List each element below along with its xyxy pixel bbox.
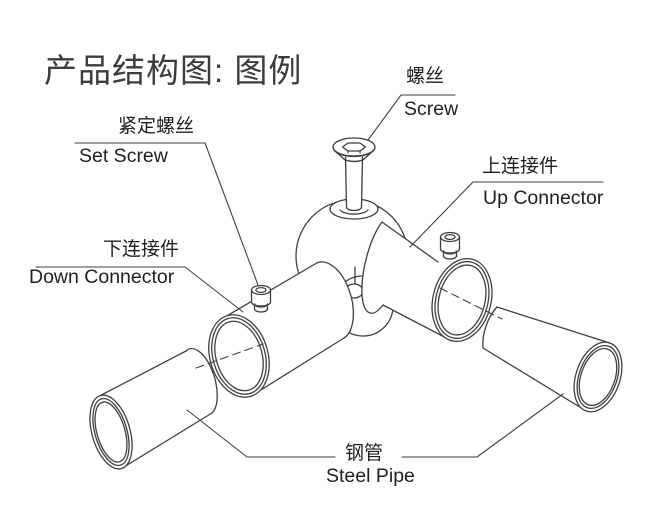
label-set-screw-zh: 紧定螺丝	[118, 116, 195, 137]
page-title: 产品结构图: 图例	[44, 52, 303, 89]
leader-lines	[35, 94, 604, 458]
steel-pipe-right-drawing	[482, 306, 623, 413]
label-down-connector-en: Down Connector	[29, 266, 175, 288]
leader-screw	[367, 94, 456, 141]
label-set-screw-en: Set Screw	[79, 145, 168, 167]
label-steel-pipe-en: Steel Pipe	[326, 465, 415, 487]
label-up-connector-zh: 上连接件	[482, 156, 559, 177]
label-screw-zh: 螺丝	[406, 66, 445, 87]
leader-steel-pipe-left	[186, 409, 336, 458]
set-screw-up-drawing	[439, 231, 461, 260]
label-up-connector-en: Up Connector	[483, 187, 604, 209]
down-connector-drawing	[195, 261, 355, 398]
label-steel-pipe-zh: 钢管	[345, 443, 384, 464]
label-down-connector-zh: 下连接件	[103, 239, 180, 260]
leader-steel-pipe-right	[401, 393, 564, 458]
label-screw-en: Screw	[404, 98, 459, 120]
steel-pipe-left-drawing	[89, 347, 218, 470]
up-connector-drawing	[361, 221, 503, 343]
leader-down-connector	[35, 266, 244, 313]
screw-drawing	[332, 137, 376, 212]
set-screw-down-drawing	[250, 284, 272, 313]
leader-set-screw	[74, 142, 259, 286]
leader-up-connector	[409, 181, 604, 248]
